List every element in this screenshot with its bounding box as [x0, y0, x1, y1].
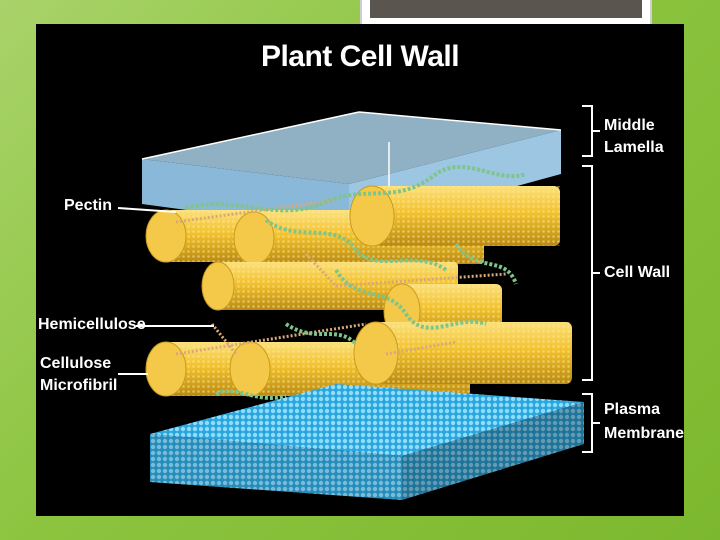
microfibril-bottom-3 [353, 321, 572, 385]
plasma-membrane [150, 384, 584, 500]
slide-header-tab [360, 0, 652, 24]
microfibril-top-3 [349, 185, 560, 247]
label-microfibril: Microfibril [40, 377, 118, 394]
label-cellulose: Cellulose [40, 355, 112, 372]
label-hemicellulose: Hemicellulose [38, 316, 146, 333]
label-plasma: Plasma [604, 401, 661, 418]
hemicellulose-strands [175, 198, 507, 356]
label-cell-wall: Cell Wall [604, 264, 671, 281]
cell-wall-illustration [117, 105, 600, 500]
label-lamella: Lamella [604, 139, 664, 156]
pectin-network [185, 164, 527, 400]
page-title: Plant Cell Wall [260, 40, 460, 73]
label-membrane: Membrane [604, 425, 685, 442]
label-middle: Middle [604, 117, 655, 134]
diagram-panel: Plant Cell Wall [36, 24, 684, 516]
label-pectin: Pectin [64, 197, 113, 214]
leader-lines [117, 105, 600, 453]
slide-header-bar [370, 0, 642, 18]
cellulose-microfibrils [145, 185, 572, 397]
